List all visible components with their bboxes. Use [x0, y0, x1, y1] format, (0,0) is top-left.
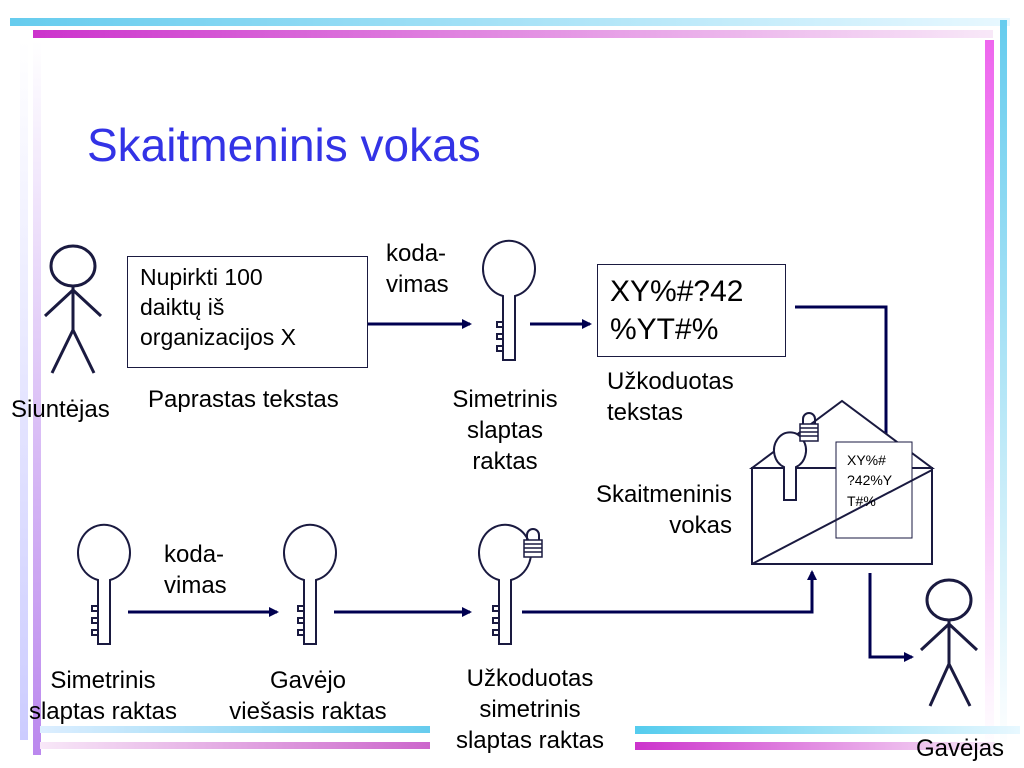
- arrow-envelope-to-receiver: [868, 573, 914, 662]
- decor-bar-bottom-blue: [635, 726, 1020, 734]
- ciphertext-caption-line-1: Užkoduotas: [607, 368, 734, 395]
- receiver-public-key-icon: [283, 523, 337, 645]
- receiver-person-icon: [919, 578, 979, 707]
- decor-bar-left-blue: [20, 40, 28, 740]
- sym-key-top-icon: [482, 239, 536, 361]
- sym-key-top-line-2: slaptas: [466, 417, 544, 445]
- sender-label: Siuntėjas: [11, 396, 110, 423]
- sym-key-bottom-icon: [77, 523, 131, 645]
- decor-bar-bottom-left-blue: [40, 726, 430, 733]
- envelope-inner-line-3: T#%: [847, 492, 876, 509]
- envelope-inner-line-2: ?42%Y: [847, 472, 893, 489]
- encrypted-sym-key-icon: [478, 523, 532, 645]
- encryption-top-line-1: koda-: [386, 240, 447, 267]
- encrypted-sym-key-line-3: slaptas raktas: [455, 727, 605, 755]
- decor-bar-right-blue: [1000, 20, 1007, 750]
- sym-key-bottom-label: Simetrinis slaptas raktas: [8, 665, 198, 727]
- plaintext-line-1: Nupirkti 100: [140, 264, 263, 290]
- envelope-inner-line-1: XY%#: [847, 452, 886, 468]
- encrypted-sym-key-line-1: Užkoduotas: [466, 665, 594, 692]
- envelope-inner-text: XY%# ?42%Y T#%: [847, 450, 907, 512]
- envelope-padlock-icon: [799, 412, 819, 442]
- encrypted-sym-key-padlock-icon: [523, 528, 543, 558]
- digital-envelope-icon: [748, 399, 936, 565]
- decor-bar-top-magenta: [33, 30, 993, 38]
- plaintext-line-2: daiktų iš: [140, 293, 225, 320]
- receiver-public-key-label: Gavėjo viešasis raktas: [213, 665, 403, 727]
- ciphertext-line-1: XY%#?42: [610, 275, 744, 308]
- arrow-encrypted-key-to-envelope: [522, 570, 817, 614]
- ciphertext-line-2: %YT#%: [610, 312, 719, 346]
- receiver-public-key-line-1: Gavėjo: [269, 667, 347, 694]
- encryption-bottom-line-2: vimas: [164, 572, 227, 600]
- encryption-bottom-line-1: koda-: [164, 541, 225, 568]
- receiver-label: Gavėjas: [916, 735, 1005, 762]
- slide-title: Skaitmeninis vokas: [87, 119, 481, 171]
- decor-bar-left-magenta: [33, 40, 41, 755]
- sym-key-bottom-line-2: slaptas raktas: [28, 698, 178, 726]
- encryption-bottom-label: koda- vimas: [164, 539, 227, 601]
- ciphertext-caption-line-2: tekstas: [607, 399, 684, 427]
- decor-bar-top-blue: [10, 18, 1010, 26]
- plaintext-line-3: organizacijos X: [140, 323, 296, 350]
- sym-key-top-line-1: Simetrinis: [452, 386, 558, 413]
- plaintext-box: Nupirkti 100 daiktų iš organizacijos X: [127, 256, 368, 368]
- encrypted-sym-key-label: Užkoduotas simetrinis slaptas raktas: [430, 663, 630, 757]
- ciphertext-caption: Užkoduotas tekstas: [607, 366, 734, 428]
- sym-key-top-label: Simetrinis slaptas raktas: [430, 384, 580, 478]
- envelope-caption: Skaitmeninis vokas: [560, 479, 732, 541]
- encryption-top-line-2: vimas: [386, 271, 449, 299]
- receiver-public-key-line-2: viešasis raktas: [229, 698, 387, 726]
- envelope-caption-line-1: Skaitmeninis: [595, 481, 732, 508]
- sym-key-top-line-3: raktas: [472, 448, 538, 476]
- arrow-ciphertext-to-envelope: [795, 305, 891, 460]
- sym-key-bottom-line-1: Simetrinis: [50, 667, 156, 694]
- envelope-caption-line-2: vokas: [669, 512, 732, 540]
- sender-person-icon: [43, 244, 103, 374]
- encryption-top-label: koda- vimas: [386, 238, 449, 300]
- plaintext-caption: Paprastas tekstas: [148, 386, 339, 413]
- decor-bar-bottom-magenta: [635, 742, 995, 750]
- encrypted-sym-key-line-2: simetrinis: [479, 696, 581, 724]
- ciphertext-box: XY%#?42 %YT#%: [597, 264, 786, 357]
- decor-bar-right-magenta: [985, 40, 994, 750]
- decor-bar-bottom-left-magenta: [40, 742, 430, 749]
